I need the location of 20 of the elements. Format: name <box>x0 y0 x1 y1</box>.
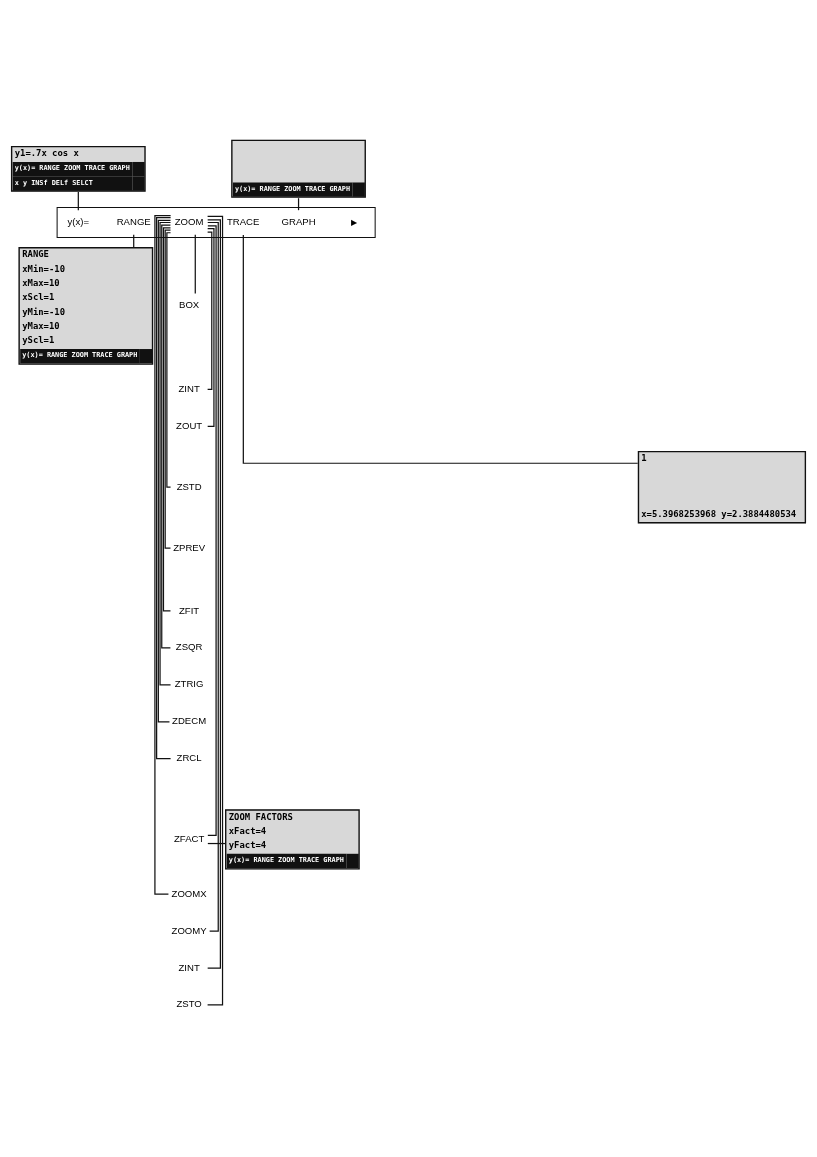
node-text: ZOOMX <box>171 887 207 899</box>
node-text: ZPREV <box>173 541 206 553</box>
node-text: ZSTO <box>176 998 202 1010</box>
node-text: y(x)= <box>67 216 90 228</box>
node-text: ZTRIG <box>174 678 204 690</box>
node-text: ZRCL <box>176 752 202 764</box>
node-text: BOX <box>179 299 200 311</box>
node-text: GRAPH <box>281 216 316 228</box>
node-text: TRACE <box>226 216 260 228</box>
node-text: ZDECM <box>172 715 207 727</box>
node-text: ZOOM <box>174 216 204 228</box>
node-text: ZSTD <box>176 480 202 492</box>
node-text: ZINT <box>178 961 200 973</box>
node-text: ZFIT <box>179 604 200 616</box>
node-text: ZSQR <box>175 641 203 653</box>
node-text: ZOOMY <box>171 924 207 936</box>
node-text: ZINT <box>178 382 200 394</box>
node-text: ZOUT <box>176 419 203 431</box>
node-text: ZFACT <box>173 832 205 844</box>
node-text: RANGE <box>116 216 151 228</box>
